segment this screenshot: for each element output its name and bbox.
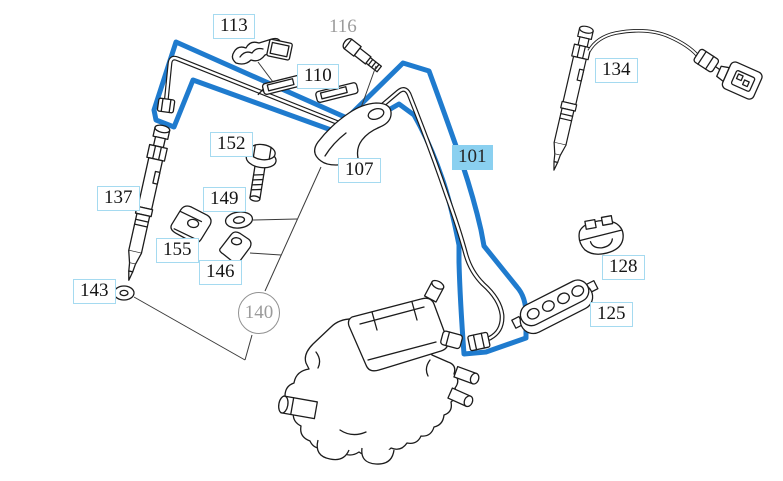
part-label-116[interactable]: 116 — [329, 16, 357, 37]
pump-top-nipple — [423, 279, 445, 303]
part-label-113[interactable]: 113 — [213, 14, 255, 39]
part-125-drawing[interactable] — [509, 273, 604, 341]
injector-134-drawing[interactable] — [545, 24, 764, 173]
fuel-line-101-drawing[interactable] — [156, 58, 502, 352]
part-label-155[interactable]: 155 — [156, 238, 199, 263]
part-label-134[interactable]: 134 — [595, 58, 638, 83]
pump-fitting-mid — [453, 365, 480, 385]
part-label-152[interactable]: 152 — [210, 132, 253, 157]
part-128-drawing[interactable] — [576, 214, 626, 257]
pump-top-cover — [347, 297, 449, 372]
pump-fitting-lower — [447, 387, 474, 408]
part-155-clamp-drawing[interactable] — [169, 204, 213, 245]
part-label-110[interactable]: 110 — [297, 64, 339, 89]
injection-pump-drawing[interactable] — [277, 279, 480, 465]
connector-pin — [735, 73, 744, 82]
part-113-drawing[interactable] — [231, 37, 293, 83]
part-label-137[interactable]: 137 — [97, 186, 140, 211]
pump-left-stub — [278, 395, 318, 420]
connector-134-drawing — [716, 61, 763, 100]
part-label-125[interactable]: 125 — [590, 302, 633, 327]
part-146-clamp-drawing[interactable] — [219, 231, 252, 264]
assembly-group-lines — [133, 166, 322, 361]
part-110-clip-a[interactable] — [256, 74, 306, 96]
pipe-union-nut-bottom — [467, 331, 491, 352]
part-label-146[interactable]: 146 — [199, 260, 242, 285]
connector-pin — [741, 79, 750, 88]
part-label-143[interactable]: 143 — [73, 279, 116, 304]
part-label-149[interactable]: 149 — [203, 187, 246, 212]
part-149-washer-drawing[interactable] — [224, 210, 254, 229]
part-label-101[interactable]: 101 — [452, 145, 493, 170]
part-label-107[interactable]: 107 — [338, 158, 381, 183]
pipe-union-nut-top — [156, 97, 176, 114]
pump-fitting-upper — [440, 330, 463, 350]
part-label-128[interactable]: 128 — [602, 255, 645, 280]
part-label-140[interactable]: 140 — [238, 292, 280, 334]
